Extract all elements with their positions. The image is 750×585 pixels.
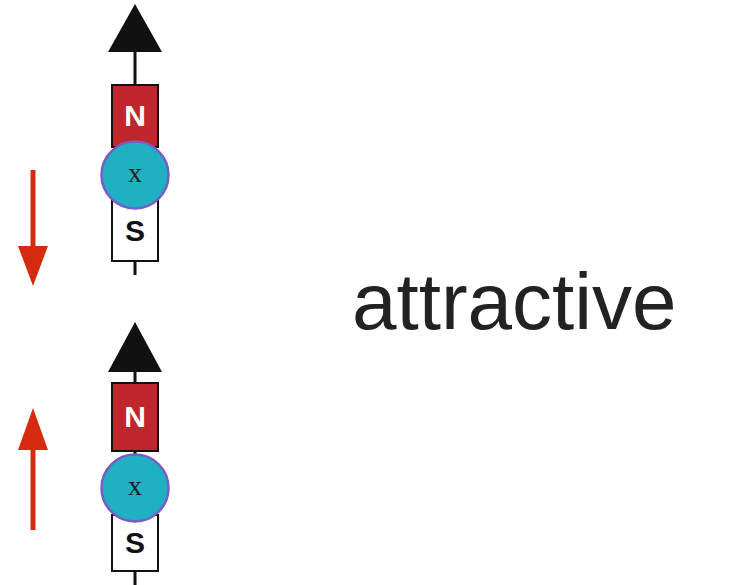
pole-letter: N [124, 101, 146, 131]
particle-circle: x [100, 453, 170, 523]
spin-arrow [31, 446, 36, 530]
pole-letter: S [125, 528, 145, 558]
north-pole-box: N [111, 382, 159, 452]
particle-label: x [128, 159, 142, 187]
interaction-label: attractive [352, 262, 677, 342]
spin-arrow [31, 170, 36, 250]
north-pole-box: N [111, 84, 159, 148]
arrow-head [108, 4, 162, 52]
spin-arrow-head [18, 246, 48, 286]
arrow-head [108, 322, 162, 372]
pole-letter: N [124, 402, 146, 432]
spin-arrow-head [18, 408, 48, 450]
particle-circle: x [100, 140, 170, 210]
particle-label: x [128, 472, 142, 500]
pole-letter: S [125, 216, 145, 246]
